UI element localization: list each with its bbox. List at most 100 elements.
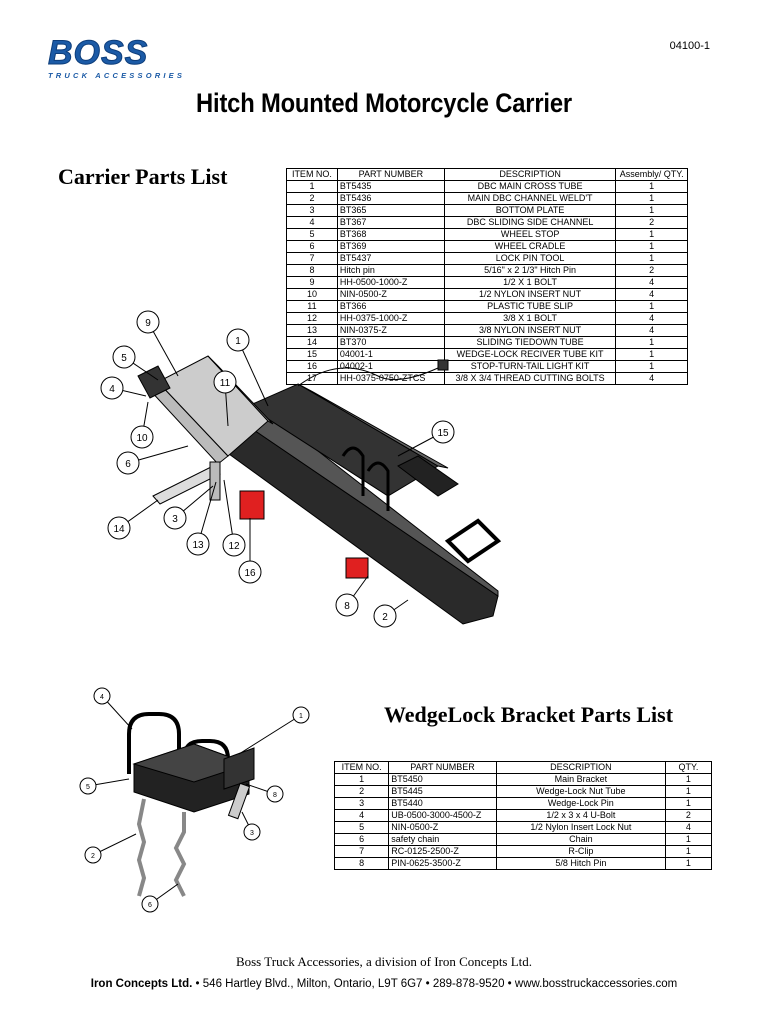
cell-qty: 4: [615, 324, 688, 337]
cell-description: WHEEL STOP: [443, 228, 617, 241]
carrier-callouts: 9 5 4 10 6 14 3 13 12 16 11 1 15 8 2: [100, 310, 455, 628]
cell-description: WHEEL CRADLE: [443, 240, 617, 253]
cell-part-number: BT367: [336, 216, 445, 229]
callout-4: 4: [100, 376, 147, 400]
cell-qty: 1: [664, 857, 713, 870]
svg-text:14: 14: [113, 524, 125, 535]
svg-text:6: 6: [125, 459, 131, 470]
cell-qty: 1: [664, 773, 713, 786]
cell-qty: 4: [615, 372, 688, 385]
cell-description: 1/2 X 1 BOLT: [443, 276, 617, 289]
cell-qty: 1: [615, 348, 688, 361]
cell-qty: 1: [664, 845, 713, 858]
cell-description: 1/2 NYLON INSERT NUT: [443, 288, 617, 301]
callout-16: 16: [238, 518, 262, 584]
cell-part-number: BT368: [336, 228, 445, 241]
svg-text:4: 4: [100, 694, 104, 701]
cell-description: 1/2 x 3 x 4 U-Bolt: [495, 809, 666, 822]
cell-part-number: BT369: [336, 240, 445, 253]
footer-contact-line: Iron Concepts Ltd. • 546 Hartley Blvd., …: [0, 978, 768, 990]
callout-2: 2: [84, 833, 137, 864]
col-qty: Assembly/ QTY.: [615, 168, 688, 181]
cell-part-number: UB-0500-3000-4500-Z: [388, 809, 497, 822]
cell-description: LOCK PIN TOOL: [443, 252, 617, 265]
svg-text:15: 15: [437, 428, 449, 439]
col-qty: QTY.: [664, 761, 713, 774]
svg-text:5: 5: [86, 784, 90, 791]
cell-qty: 1: [615, 360, 688, 373]
cell-item-no: 4: [286, 216, 338, 229]
cell-item-no: 3: [286, 204, 338, 217]
cell-description: MAIN DBC CHANNEL WELD'T: [443, 192, 617, 205]
cell-qty: 1: [615, 252, 688, 265]
cell-item-no: 10: [286, 288, 338, 301]
svg-text:16: 16: [244, 568, 256, 579]
cell-part-number: RC-0125-2500-Z: [388, 845, 497, 858]
cell-item-no: 5: [286, 228, 338, 241]
callout-11: 11: [213, 370, 237, 427]
svg-text:1: 1: [235, 336, 241, 347]
cell-item-no: 6: [286, 240, 338, 253]
cell-description: Main Bracket: [495, 773, 666, 786]
cell-part-number: BT5436: [336, 192, 445, 205]
cell-description: 3/8 X 3/4 THREAD CUTTING BOLTS: [443, 372, 617, 385]
cell-description: Chain: [495, 833, 666, 846]
callout-10: 10: [130, 401, 154, 449]
svg-text:5: 5: [121, 353, 127, 364]
callout-1: 1: [226, 328, 269, 407]
svg-text:12: 12: [228, 541, 240, 552]
cell-qty: 1: [615, 192, 688, 205]
cell-item-no: 4: [333, 809, 390, 822]
cell-part-number: NIN-0500-Z: [336, 288, 445, 301]
callout-12: 12: [222, 479, 246, 557]
callout-13: 13: [186, 481, 217, 556]
cell-qty: 1: [615, 300, 688, 313]
svg-text:11: 11: [220, 378, 231, 389]
cell-item-no: 9: [286, 276, 338, 289]
cell-item-no: 8: [286, 264, 338, 277]
svg-text:8: 8: [273, 792, 277, 799]
cell-qty: 1: [615, 228, 688, 241]
carrier-exploded-diagram: 9 5 4 10 6 14 3 13 12 16 11 1 15 8 2: [100, 310, 502, 628]
cell-qty: 1: [615, 336, 688, 349]
cell-qty: 2: [664, 809, 713, 822]
cell-part-number: safety chain: [388, 833, 497, 846]
cell-part-number: PIN-0625-3500-Z: [388, 857, 497, 870]
cell-part-number: Hitch pin: [336, 264, 445, 277]
callout-4: 4: [93, 687, 133, 730]
wedgelock-callouts: 4 1 5 8 3 2 6: [79, 687, 310, 913]
callout-2: 2: [373, 599, 409, 628]
document-number: 04100-1: [669, 40, 710, 52]
cell-part-number: BT5440: [388, 797, 497, 810]
callout-9: 9: [136, 310, 179, 377]
callout-5: 5: [112, 345, 159, 381]
cell-item-no: 8: [333, 857, 390, 870]
svg-text:3: 3: [250, 830, 254, 837]
callout-15: 15: [397, 420, 455, 457]
cell-item-no: 3: [333, 797, 390, 810]
cell-item-no: 1: [286, 180, 338, 193]
callout-8: 8: [335, 575, 369, 617]
svg-text:6: 6: [148, 902, 152, 909]
cell-item-no: 2: [333, 785, 390, 798]
wedgelock-parts-heading: WedgeLock Bracket Parts List: [384, 702, 674, 727]
cell-description: 5/16" x 2 1/3" Hitch Pin: [443, 264, 617, 277]
svg-text:3: 3: [172, 514, 178, 525]
cell-qty: 4: [615, 312, 688, 325]
cell-description: R-Clip: [495, 845, 666, 858]
cell-qty: 1: [664, 785, 713, 798]
cell-part-number: BT5445: [388, 785, 497, 798]
cell-item-no: 2: [286, 192, 338, 205]
